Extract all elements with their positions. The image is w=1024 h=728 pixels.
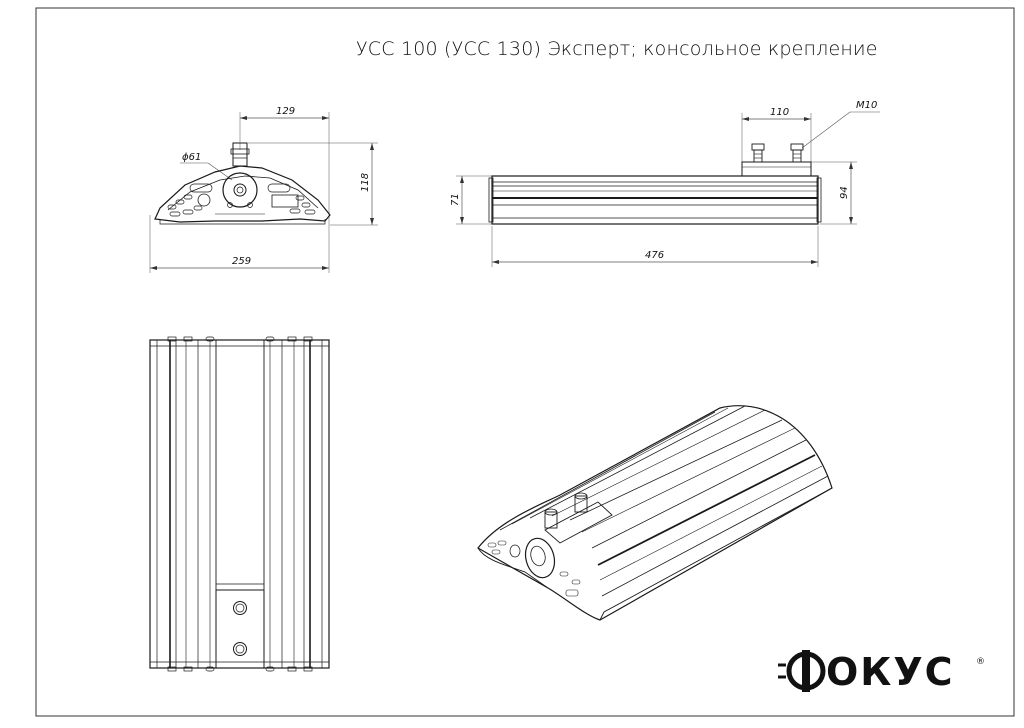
dim-side-length: 476	[645, 250, 664, 261]
drawing-frame	[35, 7, 1015, 717]
dim-front-width-bottom: 259	[232, 256, 251, 267]
top-view	[149, 336, 330, 672]
dim-front-width-top: 129	[276, 106, 295, 117]
dim-front-diameter: ϕ61	[182, 152, 201, 163]
side-view	[456, 111, 880, 267]
dim-front-height: 118	[360, 173, 371, 192]
drawing-title: УСС 100 (УСС 130) Эксперт; консольное кр…	[356, 38, 878, 60]
fokus-logo: ОКУС ®	[778, 650, 985, 694]
front-view	[149, 112, 378, 273]
logo-registered: ®	[976, 657, 985, 667]
logo-text: ОКУС	[826, 650, 955, 694]
dim-side-bracket: 110	[770, 107, 789, 118]
dim-side-height-left: 71	[450, 193, 461, 206]
dim-side-height-right: 94	[839, 186, 850, 199]
dim-side-thread: M10	[856, 100, 877, 111]
isometric-view	[477, 405, 833, 621]
